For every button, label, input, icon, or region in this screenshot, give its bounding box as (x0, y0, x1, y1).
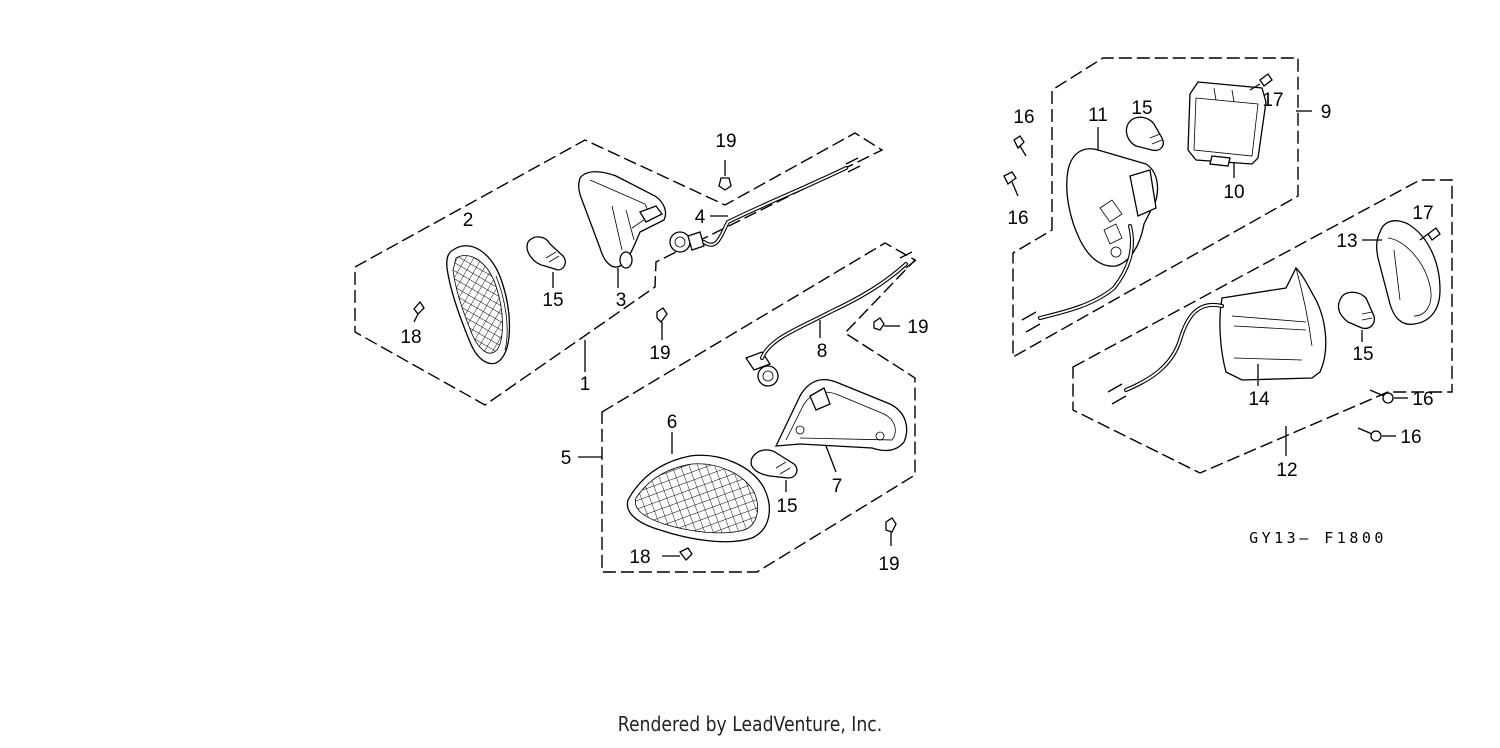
part-15-bulb (526, 236, 566, 271)
callout-15: 15 (542, 290, 563, 311)
callout-12: 12 (1276, 460, 1297, 481)
callout-2: 2 (463, 210, 474, 231)
part-4-socket-wire (669, 157, 861, 253)
diagram-code: GY13– F1800 (1249, 529, 1387, 547)
part-14-housing (1219, 266, 1327, 381)
callout-5: 5 (561, 448, 572, 469)
callout-9: 9 (1321, 102, 1332, 123)
callout-15: 15 (1352, 344, 1373, 365)
part-19-screw-c (873, 317, 900, 331)
callout-17: 17 (1262, 90, 1283, 111)
assembly-1-group: 2 15 3 4 19 18 19 1 (354, 131, 884, 406)
callout-4: 4 (695, 207, 706, 228)
part-2-lens (446, 245, 511, 365)
callout-17: 17 (1412, 203, 1433, 224)
part-3-housing (578, 171, 667, 269)
callout-11: 11 (1088, 105, 1108, 126)
part-19-screw-b (656, 307, 668, 340)
callout-1: 1 (580, 374, 591, 395)
callout-3: 3 (616, 290, 627, 311)
callout-19: 19 (715, 131, 736, 152)
part-13-lens (1376, 220, 1441, 325)
part-19-screw (718, 160, 732, 191)
part-8-socket-wire (745, 251, 917, 387)
part-17-screw-b (1419, 227, 1441, 241)
callout-10: 10 (1223, 182, 1244, 203)
callout-16: 16 (1400, 427, 1421, 448)
part-15-bulb-c (1125, 116, 1164, 152)
assembly-12-group: 13 17 15 14 16 16 12 (1072, 179, 1453, 481)
part-16-screw-c (1369, 389, 1408, 404)
part-10-lens (1187, 81, 1267, 167)
callout-8: 8 (817, 341, 828, 362)
callout-15: 15 (776, 496, 797, 517)
part-16-screw-d (1357, 427, 1396, 442)
callout-18: 18 (629, 547, 650, 568)
part-14-wire (1107, 302, 1224, 405)
callout-13: 13 (1336, 231, 1357, 252)
assembly-5-group: 6 5 15 7 8 19 19 18 (561, 242, 929, 575)
callout-19: 19 (907, 317, 928, 338)
part-11-housing (1066, 148, 1159, 267)
part-11-wire (1021, 224, 1135, 333)
part-16-screw (1013, 135, 1027, 157)
part-16-screw-b (1003, 171, 1019, 197)
part-18-screw-b (662, 547, 693, 561)
footer-credit: Rendered by LeadVenture, Inc. (617, 712, 883, 736)
part-19-screw-d (885, 517, 897, 546)
part-18-screw (413, 300, 425, 323)
part-17-screw (1249, 73, 1273, 91)
callout-16: 16 (1007, 208, 1028, 229)
callout-19: 19 (878, 554, 899, 575)
callout-14: 14 (1248, 389, 1270, 410)
part-15-bulb-b (750, 449, 798, 479)
callout-7: 7 (832, 476, 843, 497)
part-6-lens (626, 454, 770, 543)
part-7-housing (774, 379, 908, 452)
callout-16: 16 (1013, 107, 1034, 128)
callout-15: 15 (1131, 98, 1152, 119)
callout-6: 6 (667, 412, 678, 433)
assembly-9-group: 16 11 15 17 9 10 16 (1003, 57, 1332, 359)
callout-19: 19 (649, 343, 670, 364)
callout-18: 18 (400, 327, 421, 348)
part-15-bulb-d (1337, 291, 1376, 330)
callout-16: 16 (1412, 389, 1433, 410)
